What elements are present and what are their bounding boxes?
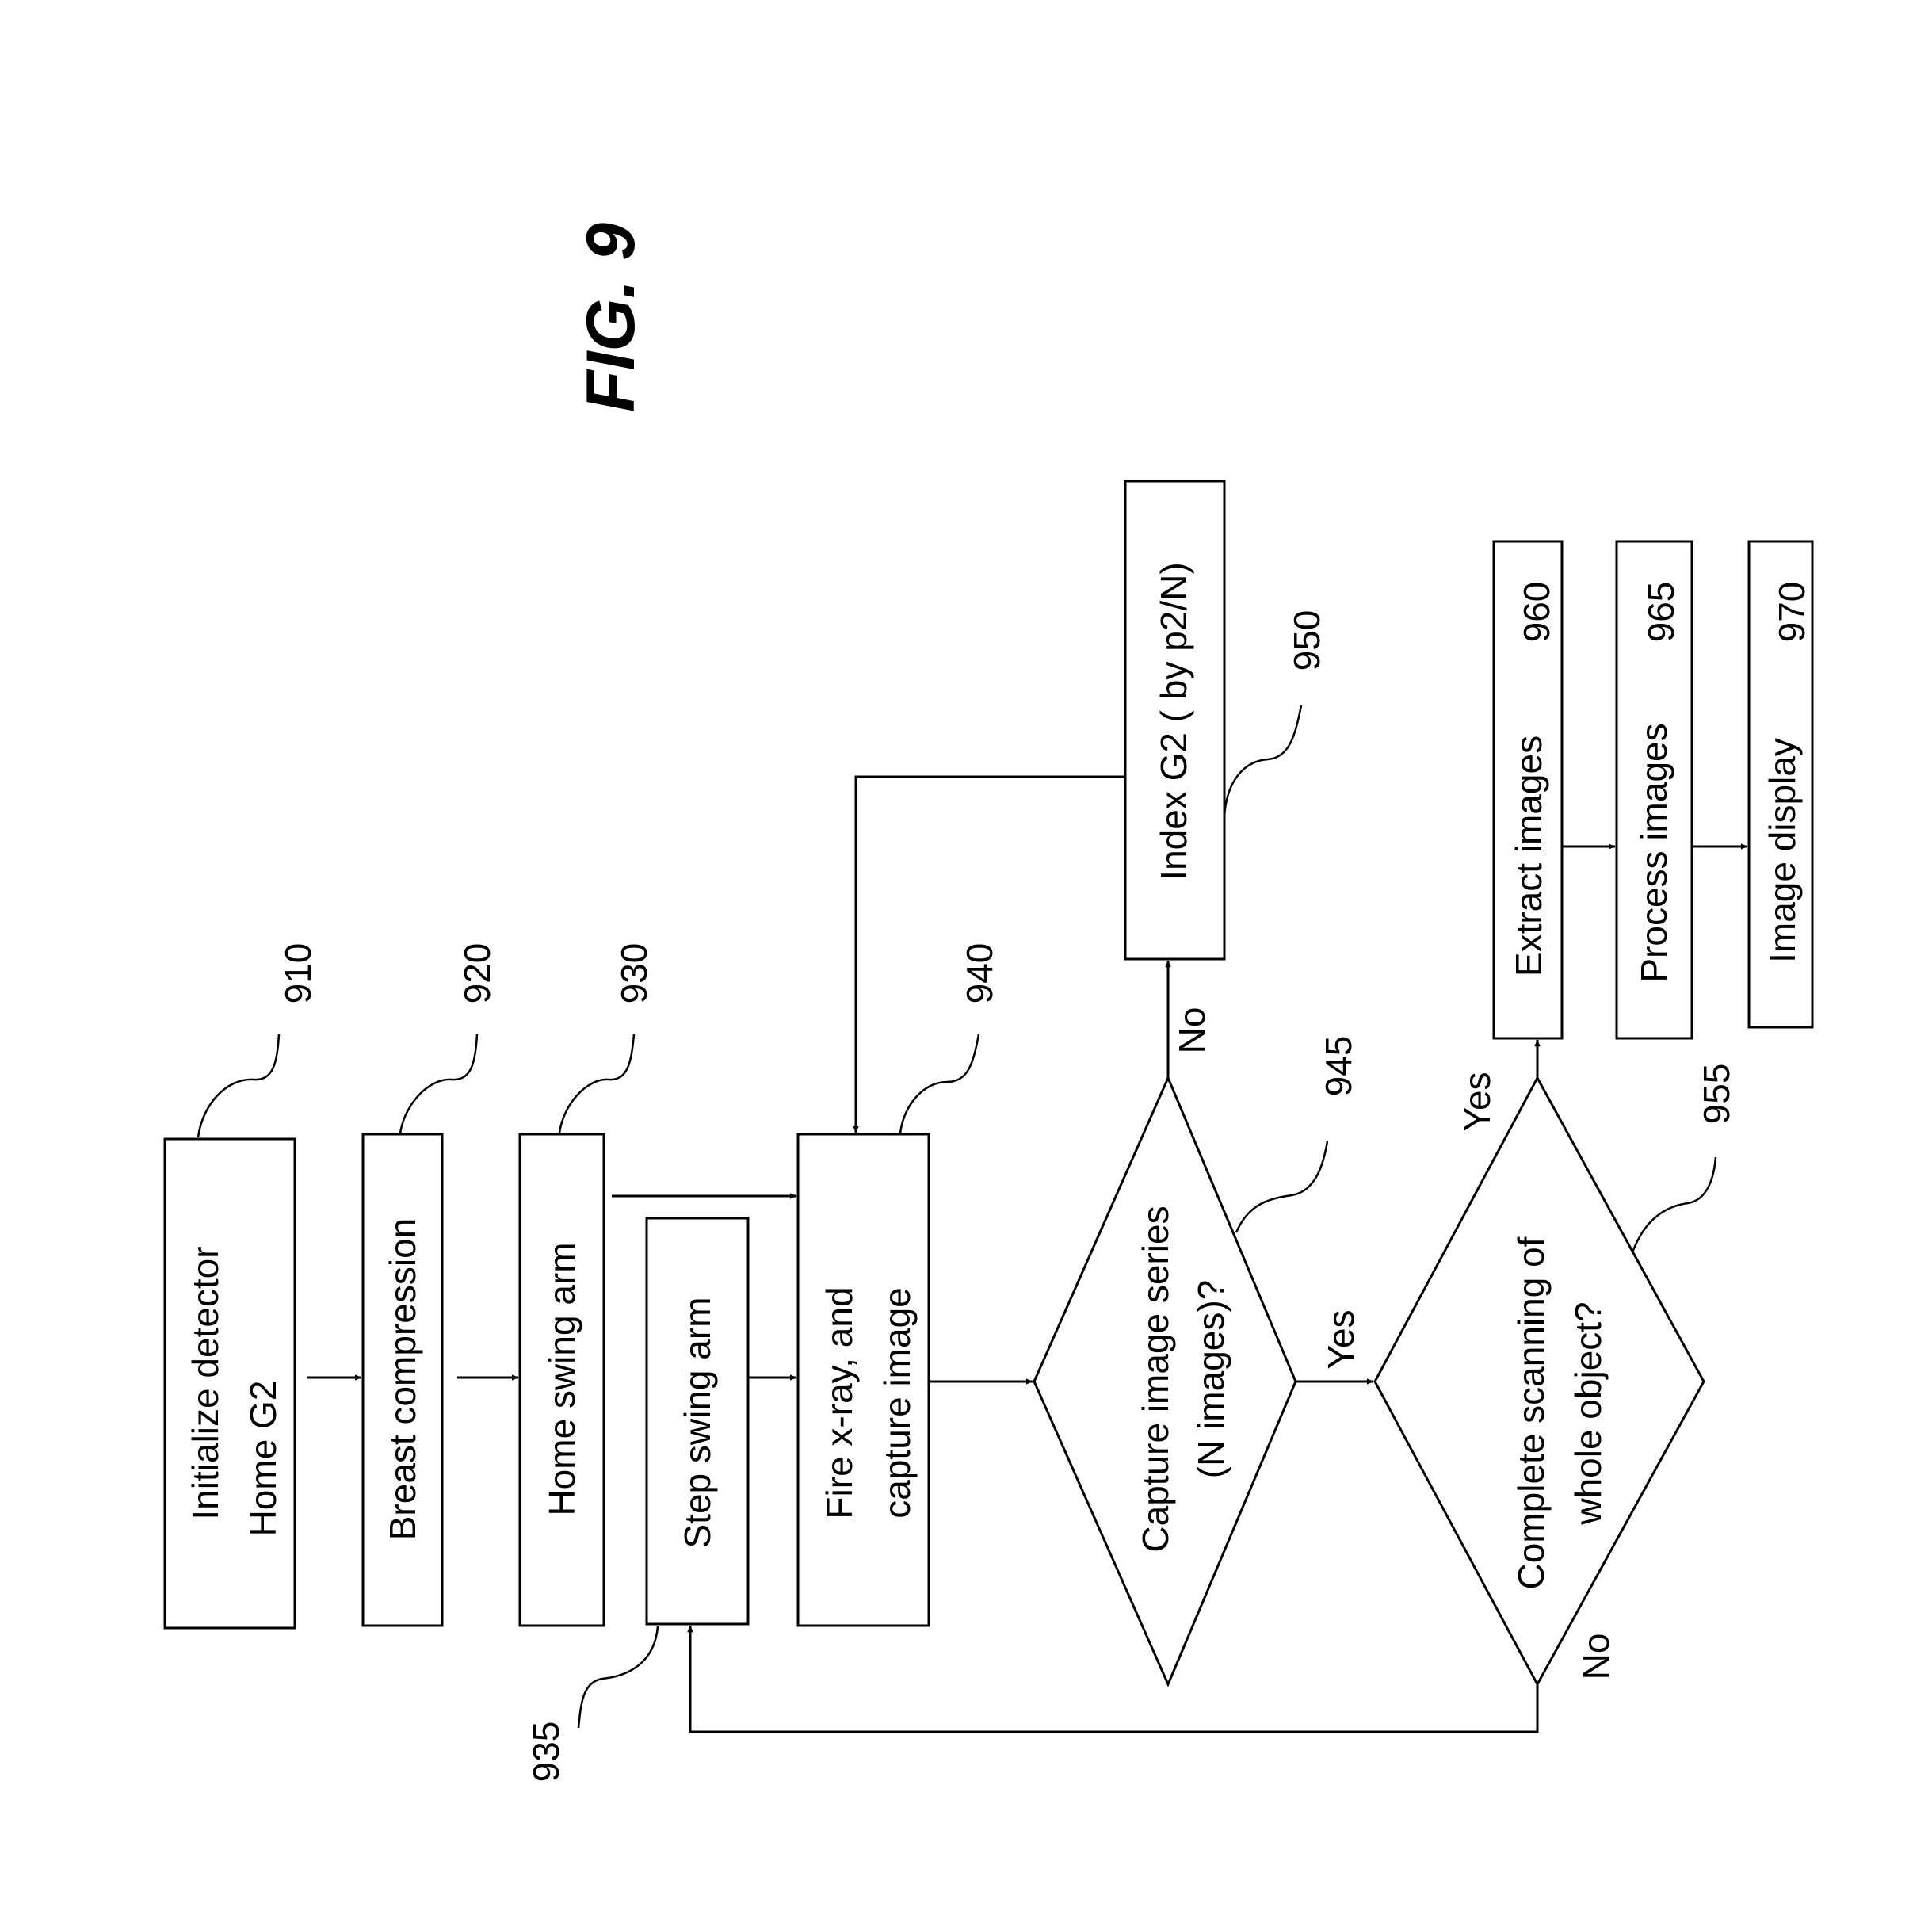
box-940-label-line2: capture image <box>876 1287 918 1519</box>
box-930-label: Home swing arm <box>541 1242 582 1515</box>
box-965-label: Process images <box>1633 723 1674 982</box>
edge-label-955-no: No <box>1575 1634 1617 1680</box>
leader-930 <box>559 1034 634 1133</box>
leader-910 <box>198 1034 279 1137</box>
box-960-label: Extract images <box>1508 736 1549 976</box>
ref-930: 930 <box>613 943 655 1004</box>
diamond-945-label-line1: Capture image series <box>1135 1206 1176 1552</box>
edge-label-945-yes: Yes <box>1320 1309 1361 1369</box>
box-910-label-line2: Home G2 <box>242 1381 284 1537</box>
ref-940: 940 <box>959 943 1000 1004</box>
box-910-label-line1: Initialize detector <box>185 1246 226 1519</box>
ref-955: 955 <box>1696 1064 1737 1125</box>
leader-945 <box>1236 1141 1327 1232</box>
arrow-955-to-935 <box>690 1626 1537 1732</box>
ref-910: 910 <box>277 943 319 1004</box>
box-950-label: Index G2 ( by p2/N) <box>1153 562 1194 880</box>
diamond-955-label-line2: whole object? <box>1567 1301 1609 1525</box>
box-940-label-line1: Fire x-ray, and <box>819 1286 860 1519</box>
edge-label-955-yes: Yes <box>1457 1072 1498 1131</box>
leader-920 <box>400 1034 477 1133</box>
diamond-945-label-line2: (N images)? <box>1190 1280 1231 1479</box>
box-935-label: Step swing arm <box>677 1297 718 1548</box>
leader-950 <box>1224 705 1301 816</box>
ref-935: 935 <box>525 1722 567 1783</box>
leader-940 <box>900 1034 979 1133</box>
ref-945: 945 <box>1318 1036 1359 1097</box>
ref-950: 950 <box>1286 610 1327 671</box>
box-970-label: Image display <box>1762 738 1803 963</box>
ref-970: 970 <box>1771 582 1812 643</box>
figure-label: FIG. 9 <box>573 223 649 412</box>
ref-960: 960 <box>1516 582 1557 643</box>
edge-label-945-no: No <box>1171 1007 1212 1054</box>
leader-935 <box>578 1626 658 1728</box>
box-920-label: Breast compression <box>382 1218 423 1541</box>
ref-965: 965 <box>1640 582 1682 643</box>
diamond-955-label-line1: Complete scanning of <box>1510 1236 1552 1589</box>
ref-920: 920 <box>456 943 498 1004</box>
leader-955 <box>1632 1157 1716 1252</box>
